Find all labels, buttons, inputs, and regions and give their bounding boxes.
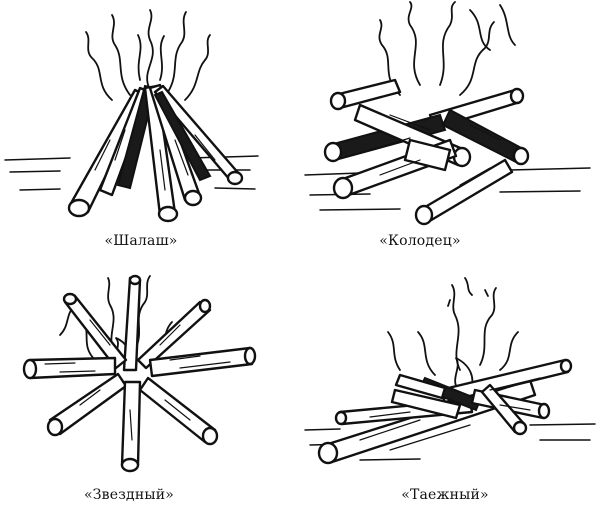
taezhny-illustration bbox=[304, 277, 596, 465]
log-group bbox=[22, 274, 257, 473]
caption-taezhny: «Таежный» bbox=[401, 487, 489, 503]
zvezdny-illustration bbox=[22, 274, 257, 473]
shalash-illustration bbox=[4, 9, 259, 223]
figure-zvezdny: «Звездный» bbox=[0, 260, 300, 507]
caption-shalash: «Шалаш» bbox=[104, 233, 178, 249]
log-group bbox=[323, 78, 530, 226]
log-group bbox=[317, 358, 573, 465]
kolodets-illustration bbox=[304, 1, 591, 226]
figure-kolodets: «Колодец» bbox=[300, 0, 600, 260]
log-group bbox=[67, 83, 244, 223]
figure-shalash: «Шалаш» bbox=[0, 0, 300, 260]
figure-taezhny: «Таежный» bbox=[300, 260, 600, 507]
caption-zvezdny: «Звездный» bbox=[83, 487, 175, 503]
caption-kolodets: «Колодец» bbox=[379, 233, 461, 249]
